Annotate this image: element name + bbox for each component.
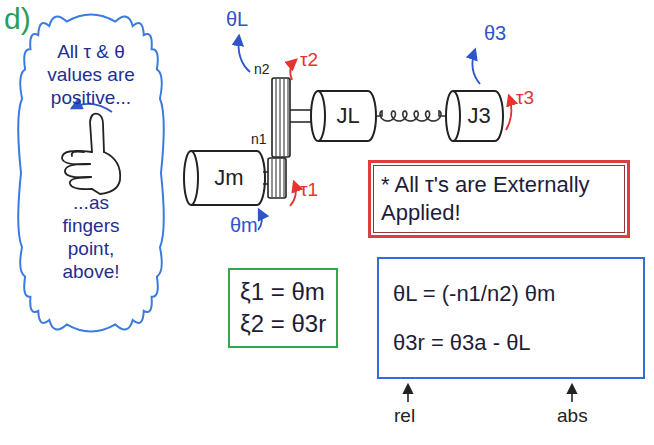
node-text: All τ & θ values are positive... — [31, 40, 151, 109]
torque-label: τ3 — [516, 88, 534, 109]
cylinder-end — [495, 91, 503, 141]
cylinder-face — [184, 151, 198, 205]
inertia-cylinder: JL — [310, 90, 376, 142]
node-text: JL — [336, 103, 359, 129]
cylinder-end — [368, 91, 376, 141]
gear-label: n2 — [254, 62, 270, 77]
absolute-note: abs — [557, 406, 588, 427]
node-text: * All τ's are Externally Applied! — [381, 171, 617, 227]
part-letter: d) — [4, 2, 31, 35]
cloud-outline — [18, 14, 164, 331]
angle-label: θL — [226, 8, 248, 30]
angle-arrow — [258, 210, 262, 230]
gear-n1 — [268, 158, 286, 198]
node-text: θL = (-n1/n2) θm — [393, 279, 629, 309]
torque-arrow — [290, 182, 296, 206]
cylinder-end — [257, 151, 265, 205]
inertia-cylinder: Jm — [183, 150, 265, 206]
node-text: ξ1 = θm — [240, 276, 326, 308]
relative-note: rel — [394, 406, 415, 427]
inertia-cylinder: J3 — [445, 90, 503, 142]
angle-label: θ3 — [484, 22, 506, 44]
torque-arrow — [506, 96, 511, 130]
angle-arrow — [472, 50, 480, 84]
torque-label: τ2 — [300, 50, 318, 71]
equation-box: θL = (-n1/n2) θm θ3r = θ3a - θL — [377, 257, 645, 379]
node-text: J3 — [467, 103, 490, 129]
cylinder-face — [311, 91, 325, 141]
leader-arrow — [571, 385, 573, 402]
hand-sketch — [62, 114, 120, 194]
torque-label: τ1 — [300, 180, 318, 201]
spring-connector — [376, 111, 445, 121]
node-text: Jm — [214, 165, 243, 191]
angle-label: θm — [230, 214, 258, 236]
torque-arrow — [290, 60, 296, 80]
angle-arrow — [238, 36, 250, 72]
node-text: ξ2 = θ3r — [240, 308, 326, 340]
gear-label: n1 — [251, 132, 267, 147]
leader-arrow — [407, 385, 409, 402]
cylinder-face — [446, 91, 460, 141]
shaft — [290, 110, 312, 122]
gear-n2 — [272, 78, 290, 157]
cylinder-body — [191, 151, 257, 205]
state-box: ξ1 = θmξ2 = θ3r — [228, 268, 338, 348]
callout-cloud: All τ & θ values are positive... ...as fi… — [12, 12, 170, 334]
node-text: θ3r = θ3a - θL — [393, 328, 629, 358]
node-text: ...as fingers point, above! — [45, 191, 137, 283]
note-box: * All τ's are Externally Applied! — [368, 160, 630, 238]
